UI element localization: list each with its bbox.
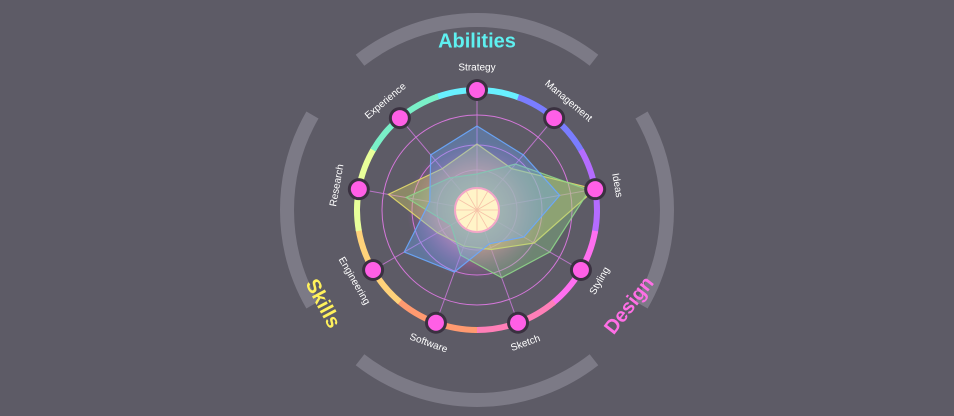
center-spoke-8 [465,190,478,211]
axis-markers [347,79,607,334]
group-label-abilities: Abilities [438,30,516,52]
marker-3 [572,262,589,278]
axis-label-strategy: Strategy [458,63,495,74]
axis-label-software: Software [408,332,449,356]
marker-4 [510,314,527,331]
group-label-design: Design [600,273,658,339]
center-spoke-10 [476,190,489,211]
axis-label-ideas: Ideas [609,172,624,198]
marker-2 [587,181,604,198]
center-spoke-5 [457,209,478,222]
center-spoke-1 [476,209,497,222]
marker-0 [469,82,485,98]
marker-7 [350,181,367,198]
axis-label-sketch: Sketch [509,333,541,354]
marker-5 [427,314,444,331]
outer-arc-decoration [280,13,674,407]
center-disc [454,187,500,233]
marker-8 [391,110,408,127]
marker-6 [365,262,382,278]
axis-label-research: Research [328,163,346,207]
center-spoke-2 [476,209,489,230]
series-polygon-1 [404,163,591,279]
outer-arc-0 [355,13,599,66]
marker-1 [546,110,563,127]
outer-arc-3 [280,111,319,309]
center-spoke-11 [476,198,497,211]
outer-arc-1 [635,111,674,309]
center-spoke-4 [465,209,478,230]
center-spoke-7 [457,198,478,211]
outer-arc-2 [355,354,599,407]
